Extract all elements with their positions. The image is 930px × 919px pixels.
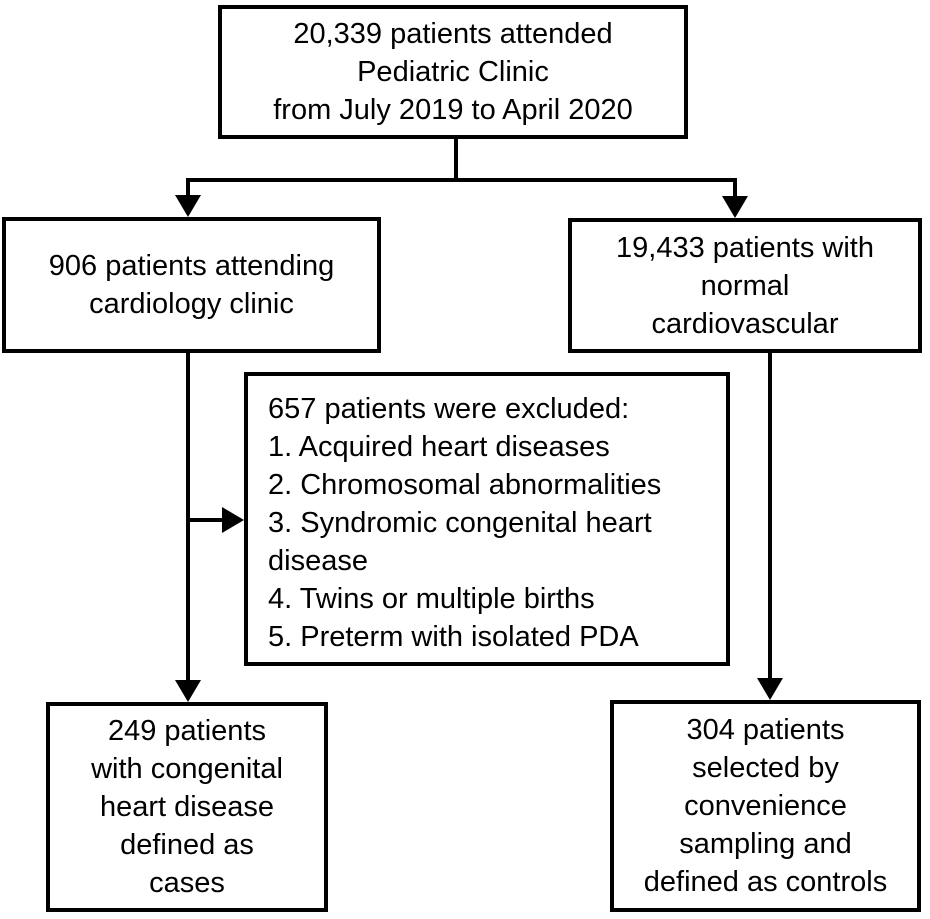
node-cardiology-clinic: 906 patients attending cardiology clinic [2, 217, 381, 353]
arrowhead-down-cardiology-icon [175, 195, 201, 217]
connector-branch-to-excluded [186, 518, 224, 522]
connector-top-stem [454, 139, 458, 180]
node-excluded-patients: 657 patients were excluded: 1. Acquired … [244, 372, 730, 666]
node-controls-text: 304 patients selected by convenience sam… [643, 714, 888, 898]
connector-cardiology-to-cases [186, 352, 190, 682]
node-cases-text: 249 patients with congenital heart disea… [91, 715, 283, 899]
arrowhead-down-normal-icon [722, 196, 748, 218]
node-excluded-patients-text: 657 patients were excluded: 1. Acquired … [268, 393, 662, 653]
connector-normal-to-controls [768, 353, 772, 679]
node-pediatric-clinic-text: 20,339 patients attended Pediatric Clini… [273, 18, 633, 126]
connector-drop-to-normal [733, 178, 737, 197]
arrowhead-down-cases-icon [175, 680, 201, 702]
connector-drop-to-cardiology [186, 178, 190, 197]
node-pediatric-clinic: 20,339 patients attended Pediatric Clini… [218, 5, 688, 139]
connector-split-bar [186, 178, 737, 182]
arrowhead-down-controls-icon [757, 678, 783, 700]
node-cases: 249 patients with congenital heart disea… [46, 702, 328, 912]
node-normal-cardiovascular-text: 19,433 patients with normal cardiovascul… [616, 231, 874, 340]
arrowhead-right-excluded-icon [222, 507, 244, 533]
node-cardiology-clinic-text: 906 patients attending cardiology clinic [48, 250, 335, 320]
node-controls: 304 patients selected by convenience sam… [610, 700, 921, 912]
node-normal-cardiovascular: 19,433 patients with normal cardiovascul… [568, 218, 922, 353]
